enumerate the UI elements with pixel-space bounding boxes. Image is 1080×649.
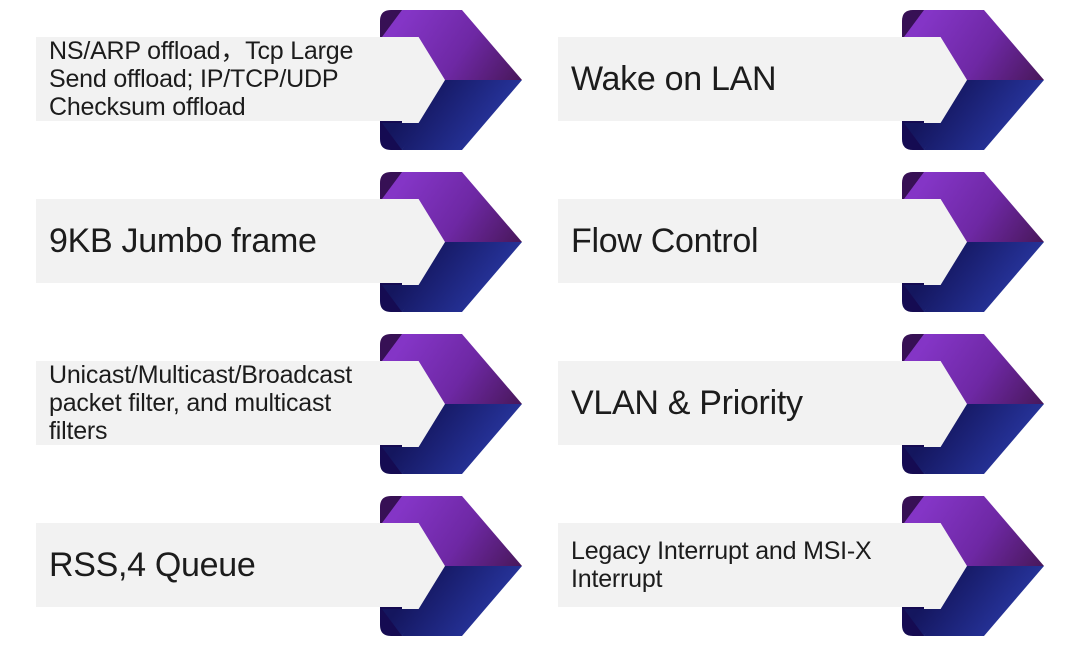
feature-label-bar: Flow Control	[558, 199, 902, 283]
feature-label: Unicast/Multicast/Broadcast packet filte…	[49, 361, 353, 445]
feature-item: Unicast/Multicast/Broadcast packet filte…	[36, 334, 522, 474]
feature-label: NS/ARP offload，Tcp Large Send offload; I…	[49, 37, 354, 121]
feature-label-bar: Unicast/Multicast/Broadcast packet filte…	[36, 361, 380, 445]
chevron-arrow-icon	[380, 496, 522, 636]
feature-label-bar: RSS,4 Queue	[36, 523, 380, 607]
feature-item: Legacy Interrupt and MSI-X Interrupt	[558, 496, 1044, 636]
chevron-arrow-icon	[380, 10, 522, 150]
feature-item: Wake on LAN	[558, 10, 1044, 150]
chevron-arrow-icon	[902, 496, 1044, 636]
feature-label: Flow Control	[571, 222, 759, 260]
feature-label: RSS,4 Queue	[49, 546, 256, 584]
feature-label-bar: Wake on LAN	[558, 37, 902, 121]
feature-item: 9KB Jumbo frame	[36, 172, 522, 312]
feature-label-bar: NS/ARP offload，Tcp Large Send offload; I…	[36, 37, 380, 121]
feature-label: VLAN & Priority	[571, 384, 803, 422]
feature-label: Wake on LAN	[571, 60, 777, 98]
chevron-arrow-icon	[902, 334, 1044, 474]
feature-label: Legacy Interrupt and MSI-X Interrupt	[571, 537, 872, 593]
chevron-arrow-icon	[380, 334, 522, 474]
feature-label-bar: VLAN & Priority	[558, 361, 902, 445]
feature-item: NS/ARP offload，Tcp Large Send offload; I…	[36, 10, 522, 150]
chevron-arrow-icon	[380, 172, 522, 312]
chevron-arrow-icon	[902, 172, 1044, 312]
feature-item: RSS,4 Queue	[36, 496, 522, 636]
feature-label-bar: 9KB Jumbo frame	[36, 199, 380, 283]
chevron-arrow-icon	[902, 10, 1044, 150]
feature-label-bar: Legacy Interrupt and MSI-X Interrupt	[558, 523, 902, 607]
feature-item: VLAN & Priority	[558, 334, 1044, 474]
feature-item: Flow Control	[558, 172, 1044, 312]
feature-label: 9KB Jumbo frame	[49, 222, 317, 260]
